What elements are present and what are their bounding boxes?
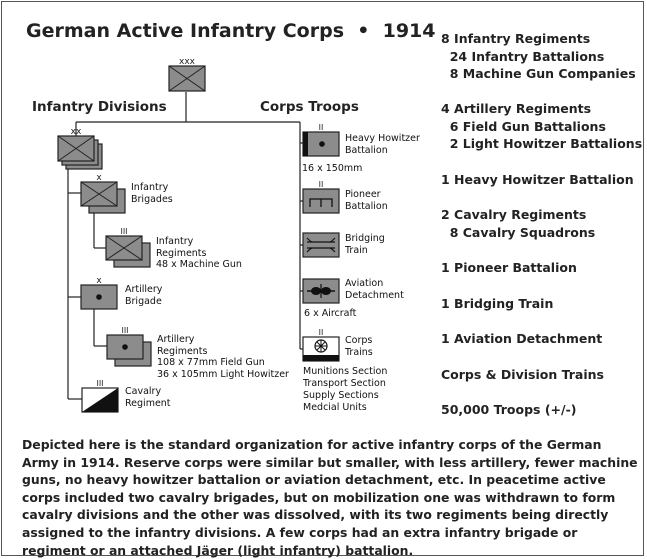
description-paragraph: Depicted here is the standard organizati… [22, 437, 638, 558]
artillery-brigade-symbol: x [80, 276, 118, 310]
regiment-size-marker: III [96, 379, 103, 388]
summary-infantry: 8 Infantry Regiments 24 Infantry Battali… [441, 31, 636, 81]
summary-heavy-howitzer: 1 Heavy Howitzer Battalion [441, 172, 634, 187]
brigade-size-marker: x [96, 173, 102, 183]
aviation-note: 6 x Aircraft [304, 308, 357, 319]
corps-troops-header: Corps Troops [260, 99, 359, 115]
summary-aviation: 1 Aviation Detachment [441, 331, 603, 346]
regiment-size-marker: III [121, 326, 128, 335]
summary-bridging: 1 Bridging Train [441, 296, 554, 311]
infantry-brigade-symbol: x [80, 173, 126, 214]
corps-size-marker: xxx [179, 57, 196, 67]
trains-symbol: II [302, 328, 340, 362]
summary-artillery: 4 Artillery Regiments 6 Field Gun Battal… [441, 101, 643, 151]
battalion-size-marker: II [319, 123, 324, 132]
regiment-size-marker: III [120, 227, 127, 236]
page-title: German Active Infantry Corps • 1914 [26, 20, 436, 42]
aviation-symbol [302, 278, 340, 304]
summary-troops: 50,000 Troops (+/-) [441, 402, 577, 417]
summary-cavalry: 2 Cavalry Regiments 8 Cavalry Squadrons [441, 207, 596, 240]
heavy-howitzer-note: 16 x 150mm [302, 163, 363, 174]
division-size-marker: xx [71, 127, 82, 137]
summary-trains: Corps & Division Trains [441, 367, 604, 382]
infantry-regiment-symbol: III [105, 227, 151, 268]
battalion-size-marker: II [319, 180, 324, 189]
summary-pioneer: 1 Pioneer Battalion [441, 260, 577, 275]
bridging-symbol [302, 232, 340, 258]
heavy-howitzer-symbol: II [302, 123, 340, 157]
infantry-division-symbol: xx [57, 127, 103, 170]
battalion-size-marker: II [319, 328, 324, 337]
brigade-size-marker: x [96, 276, 102, 286]
pioneer-symbol: II [302, 180, 340, 214]
cavalry-regiment-symbol: III [81, 379, 119, 413]
infantry-divisions-header: Infantry Divisions [32, 99, 167, 115]
corps-symbol: xxx [168, 57, 206, 92]
artillery-regiment-symbol: III [106, 326, 152, 367]
